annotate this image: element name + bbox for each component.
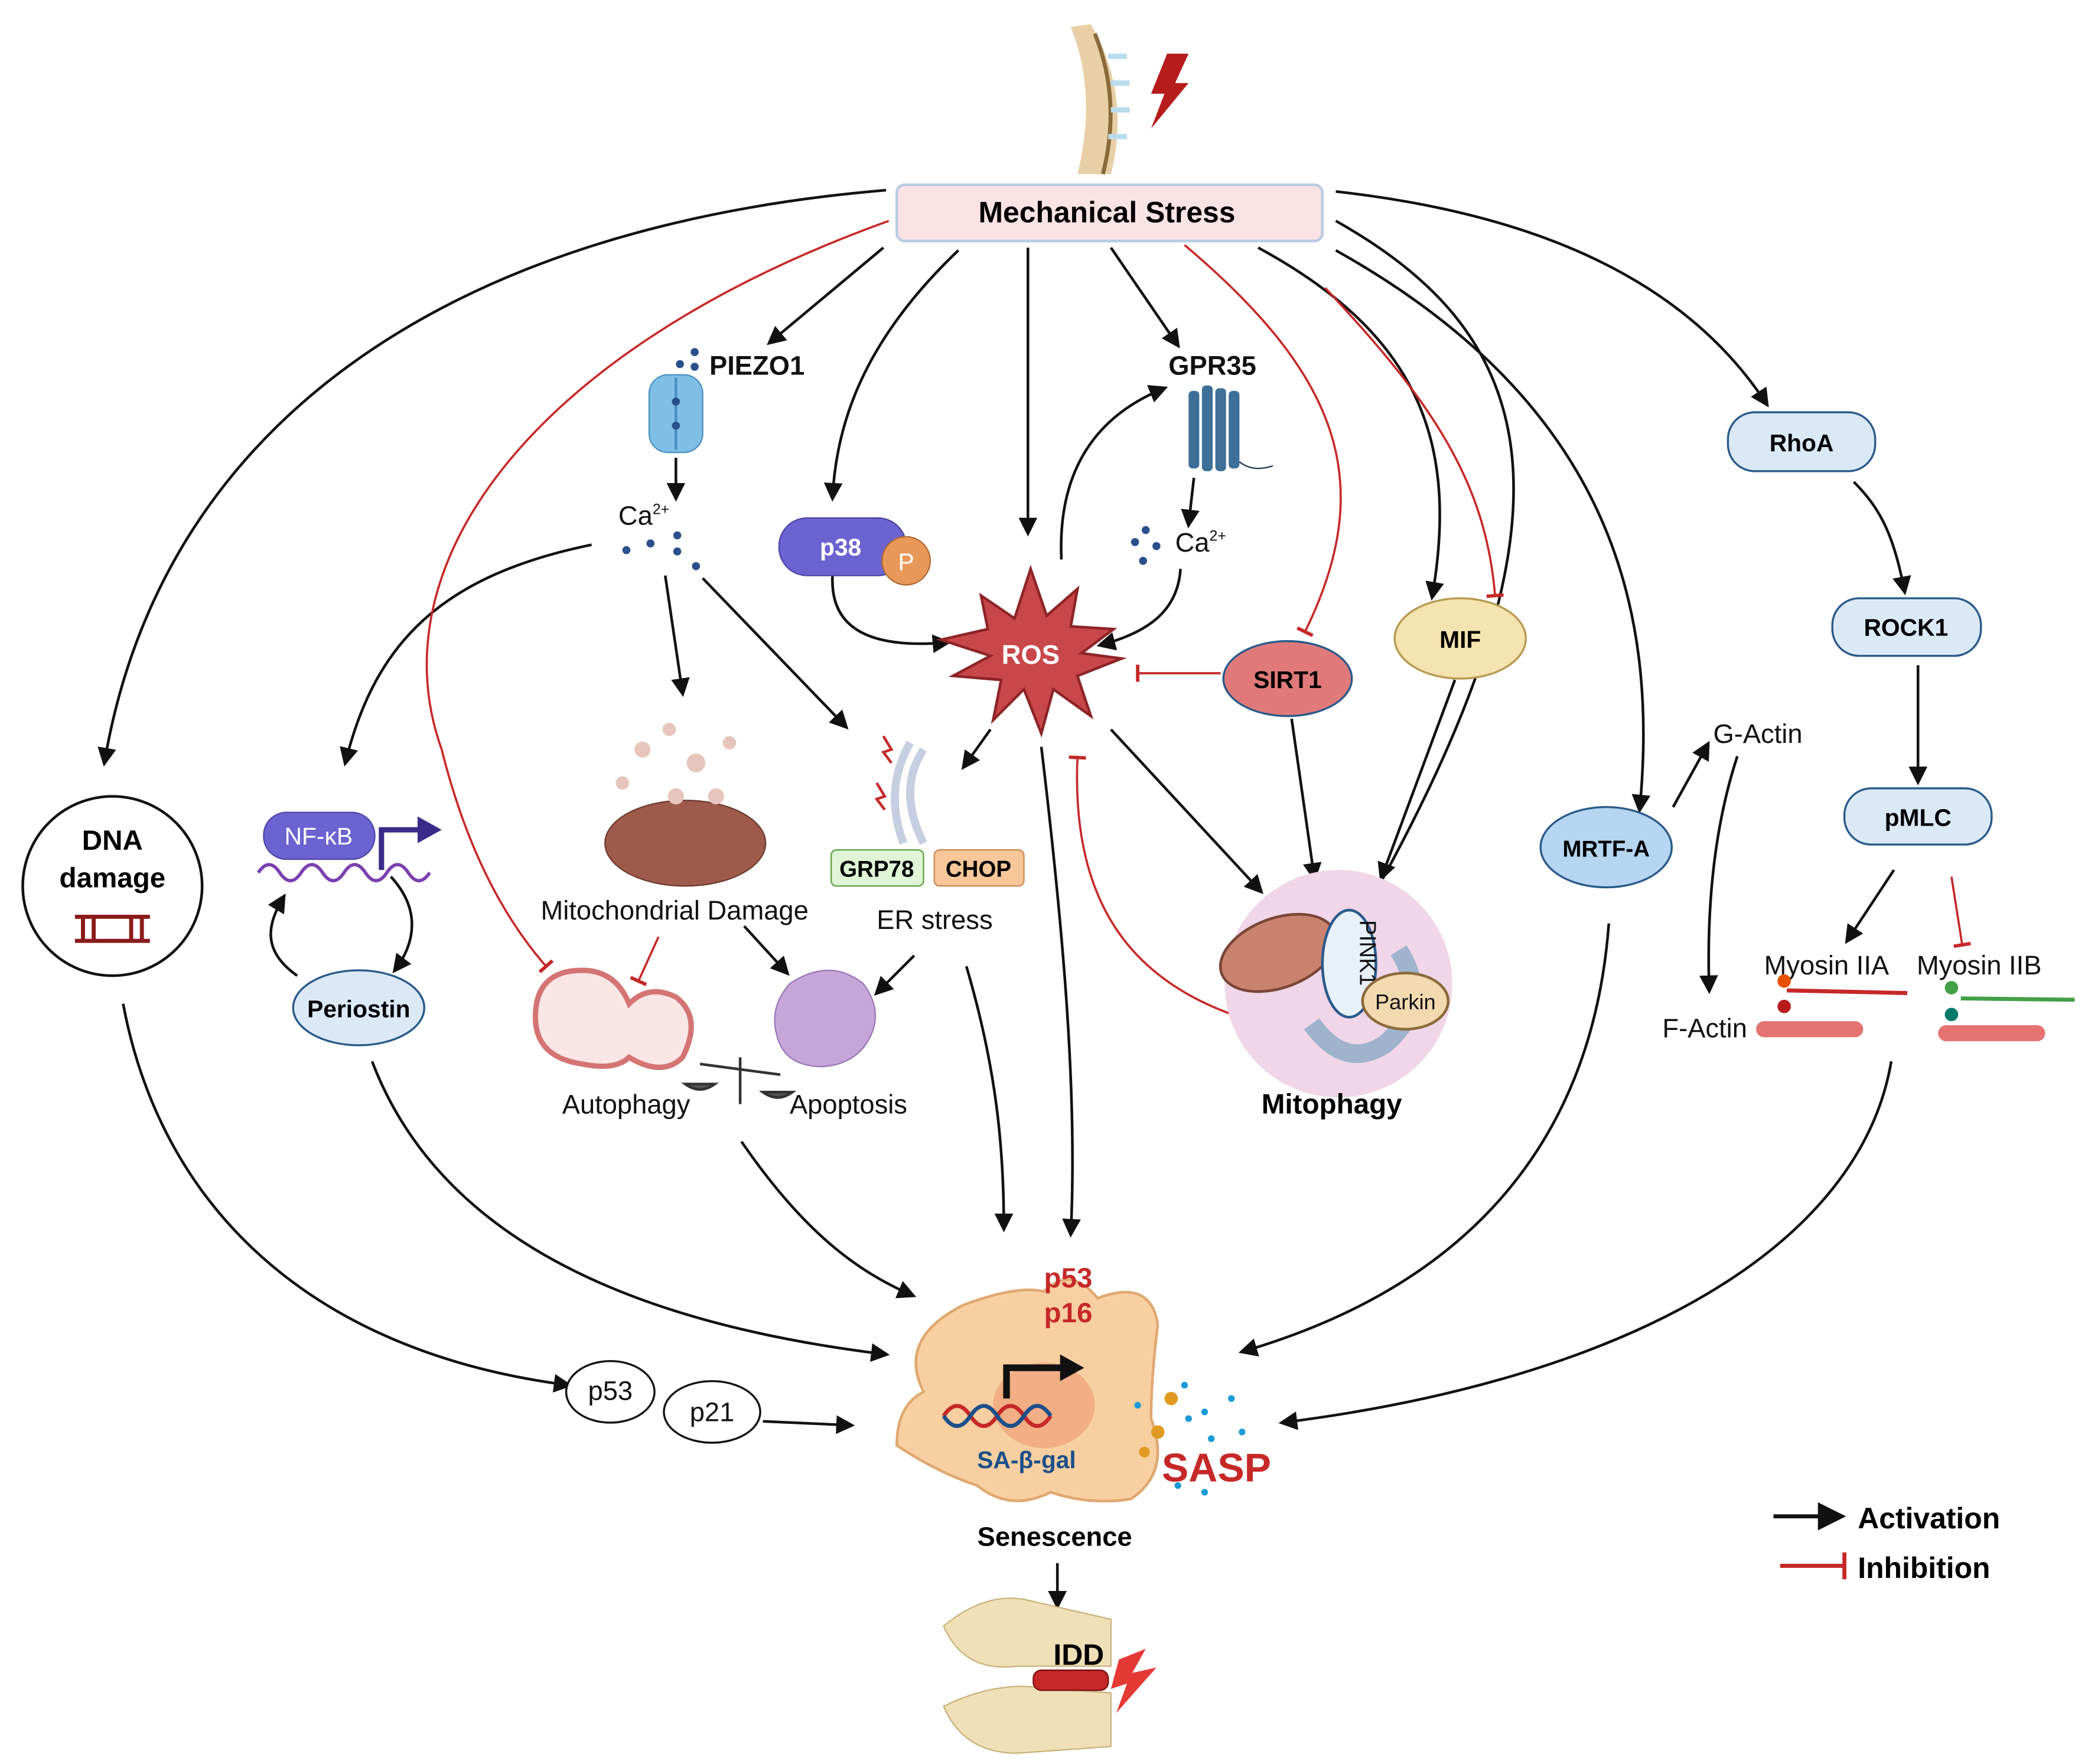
myosin-iib-label: Myosin IIB — [1917, 950, 2042, 980]
mechanical-stress-box — [895, 183, 1324, 243]
sirt1-label: SIRT1 — [1253, 666, 1322, 693]
nfkb-label: NF-κB — [285, 823, 353, 850]
p21-node — [663, 1380, 761, 1444]
inhibition-lines — [425, 220, 1971, 1025]
endoplasmic-reticulum-icon — [874, 735, 927, 845]
pink1-node — [1321, 908, 1377, 1019]
rhoa-node — [1727, 411, 1877, 472]
grp78-badge — [830, 849, 924, 887]
er-stress-label: ER stress — [877, 905, 992, 935]
dna-damage-node — [21, 795, 204, 977]
mechanical-stress-label: Mechanical Stress — [979, 195, 1236, 229]
parkin-node — [1361, 971, 1450, 1031]
mrtfa-node — [1539, 806, 1673, 889]
idd-label: IDD — [1053, 1638, 1104, 1671]
sirt1-node — [1222, 640, 1353, 718]
gpr35-receptor-icon — [1188, 385, 1273, 471]
nucleus-icon — [993, 1362, 1095, 1449]
transcription-arrow-icon — [379, 827, 422, 870]
pmlc-label: pMLC — [1885, 804, 1952, 831]
parkin-label: Parkin — [1375, 990, 1436, 1014]
rhoa-label: RhoA — [1770, 429, 1834, 457]
autophagosome-icon — [532, 967, 694, 1070]
balance-scale-icon — [681, 1057, 797, 1104]
legend-inhibition: Inhibition — [1858, 1551, 1990, 1584]
periostin-node — [292, 969, 426, 1046]
mif-node — [1393, 597, 1527, 680]
grp78-label: GRP78 — [839, 856, 914, 882]
nfkb-node — [263, 811, 376, 860]
p53-label: p53 — [588, 1375, 633, 1406]
mitophagy-label: Mitophagy — [1262, 1089, 1402, 1120]
p53-cell-label: p53 — [1044, 1263, 1093, 1294]
periostin-label: Periostin — [307, 995, 410, 1022]
chop-label: CHOP — [946, 856, 1011, 882]
sa-beta-gal-label: SA-β-gal — [977, 1446, 1076, 1473]
g-actin-label: G-Actin — [1714, 719, 1803, 749]
rock1-label: ROCK1 — [1864, 614, 1948, 641]
calcium-label-right: Ca2+ — [1175, 527, 1226, 557]
gpr35-label: GPR35 — [1168, 351, 1256, 381]
legend: Activation Inhibition — [1773, 1502, 2000, 1584]
rock1-node — [1831, 597, 1982, 657]
calcium-label-left: Ca2+ — [618, 500, 669, 530]
pmlc-node — [1843, 787, 1993, 846]
calcium-ions-icon — [622, 531, 701, 570]
pink1-label: PINK1 — [1354, 920, 1380, 986]
lightning-icon — [1151, 53, 1189, 129]
apoptosis-label: Apoptosis — [790, 1090, 907, 1120]
arrowhead — [1060, 1354, 1084, 1381]
p16-cell-label: p16 — [1044, 1297, 1093, 1329]
activation-arrows — [97, 188, 1928, 1610]
ros-label: ROS — [1002, 640, 1060, 670]
arrowhead — [418, 816, 442, 843]
phosphate-badge — [881, 536, 931, 586]
calcium-ions-icon — [1131, 526, 1161, 565]
chop-badge — [933, 849, 1025, 887]
f-actin-label: F-Actin — [1662, 1013, 1747, 1043]
broken-dna-icon — [74, 915, 150, 943]
mif-label: MIF — [1439, 626, 1481, 653]
apoptotic-cell-icon — [774, 970, 877, 1068]
actomyosin-filaments-icon — [1756, 974, 2075, 1042]
piezo1-label: PIEZO1 — [709, 351, 804, 381]
dna-helix-strand — [942, 1404, 1053, 1428]
spine-illustration — [1070, 24, 1130, 175]
transcription-arrow-icon — [1003, 1364, 1064, 1399]
damaged-mitochondrion-icon — [604, 722, 767, 887]
sasp-label: SASP — [1162, 1446, 1271, 1491]
p53-node — [565, 1360, 656, 1424]
p38-label: p38 — [820, 534, 861, 561]
legend-activation: Activation — [1858, 1502, 2000, 1535]
autophagy-label: Autophagy — [562, 1090, 690, 1120]
phosphate-label: P — [898, 549, 914, 576]
dna-helix-icon — [256, 863, 431, 883]
sasp-particles-icon — [1134, 1381, 1246, 1496]
mrtfa-label: MRTF-A — [1562, 836, 1650, 862]
p21-label: p21 — [690, 1397, 735, 1427]
piezo1-channel-icon — [648, 348, 703, 454]
ros-node — [936, 565, 1127, 738]
senescence-label: Senescence — [978, 1521, 1132, 1551]
mitochondrial-damage-label: Mitochondrial Damage — [540, 895, 808, 925]
degenerated-spine-icon — [943, 1597, 1157, 1754]
